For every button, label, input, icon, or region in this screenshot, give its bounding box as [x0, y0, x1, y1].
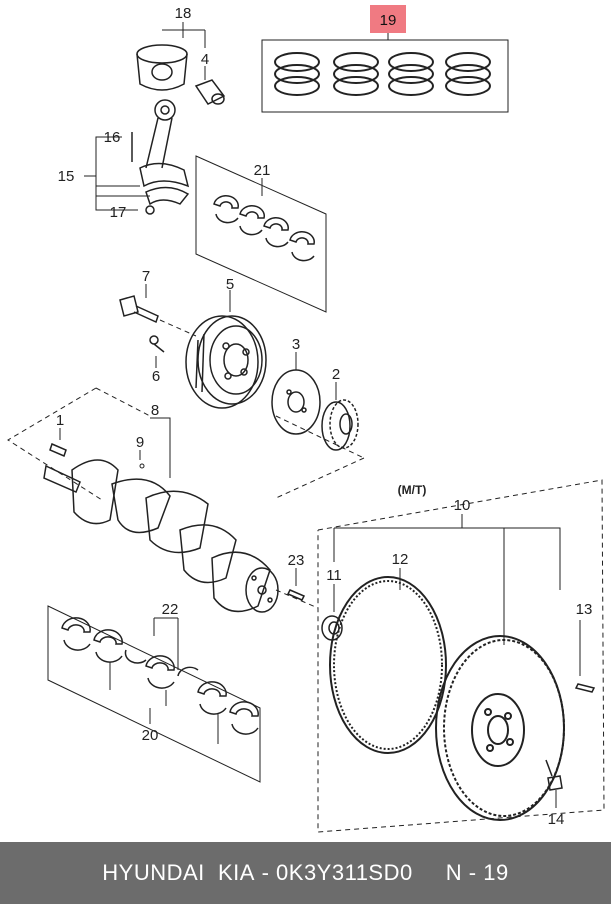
bearing-frame-20 — [47, 605, 261, 783]
timing-plate — [271, 369, 321, 435]
mt-label: (M/T) — [398, 483, 427, 497]
crank-key — [49, 442, 67, 458]
crank-pulley — [185, 315, 267, 409]
callout-21: 21 — [254, 162, 271, 179]
callout-9: 9 — [136, 434, 144, 451]
connecting-rod — [131, 99, 190, 215]
callout-5: 5 — [226, 276, 234, 293]
bearing-shells-20 — [61, 617, 259, 735]
bearing-shells-21 — [213, 195, 315, 262]
dowel-pin — [139, 463, 145, 469]
pulley-bolt — [119, 295, 159, 324]
callout-16: 16 — [104, 129, 121, 146]
flywheel-dowel — [286, 589, 306, 601]
callout-19: 19 — [380, 12, 397, 29]
piston — [136, 44, 188, 91]
callout-18: 18 — [175, 5, 192, 22]
footer-part-number: 0K3Y311SD0 — [276, 860, 413, 885]
callout-23: 23 — [288, 552, 305, 569]
callout-7: 7 — [142, 268, 150, 285]
callout-1: 1 — [56, 412, 64, 429]
highlight-19 — [370, 5, 406, 33]
callout-3: 3 — [292, 336, 300, 353]
footer-brand: HYUNDAI KIA — [102, 860, 255, 885]
callout-15: 15 — [58, 168, 75, 185]
callout-12: 12 — [392, 551, 409, 568]
footer-gap — [413, 860, 446, 886]
callout-6: 6 — [152, 368, 160, 385]
ring-gear — [329, 576, 447, 754]
footer-separator: - — [254, 860, 277, 885]
timing-sprocket — [321, 399, 359, 451]
callout-8: 8 — [151, 402, 159, 419]
flywheel — [435, 635, 565, 821]
callout-4: 4 — [201, 51, 209, 68]
callouts: 19 18 4 16 15 17 21 7 5 6 3 2 1 8 9 23 2… — [56, 5, 593, 828]
flywheel-bolt — [545, 759, 563, 791]
footer-bar: HYUNDAI KIA - 0K3Y311SD0 N - 19 — [0, 842, 611, 904]
piston-ring-set — [274, 52, 491, 96]
bearing-frame-21 — [195, 155, 327, 313]
parts-diagram: 19 18 4 16 15 17 21 7 5 6 3 2 1 8 9 23 2… — [7, 5, 605, 833]
ring-set-frame — [261, 39, 509, 113]
flywheel-dowel-13 — [574, 683, 596, 693]
callout-10: 10 — [454, 497, 471, 514]
callout-2: 2 — [332, 366, 340, 383]
callout-14: 14 — [548, 811, 565, 828]
small-bolt — [149, 335, 165, 353]
piston-pin — [194, 79, 226, 105]
callout-17: 17 — [110, 204, 127, 221]
callout-13: 13 — [576, 601, 593, 618]
callout-20: 20 — [142, 727, 159, 744]
callout-22: 22 — [162, 601, 179, 618]
callout-11: 11 — [326, 567, 342, 584]
crankshaft — [43, 459, 279, 613]
footer-page-ref: N - 19 — [445, 860, 509, 885]
